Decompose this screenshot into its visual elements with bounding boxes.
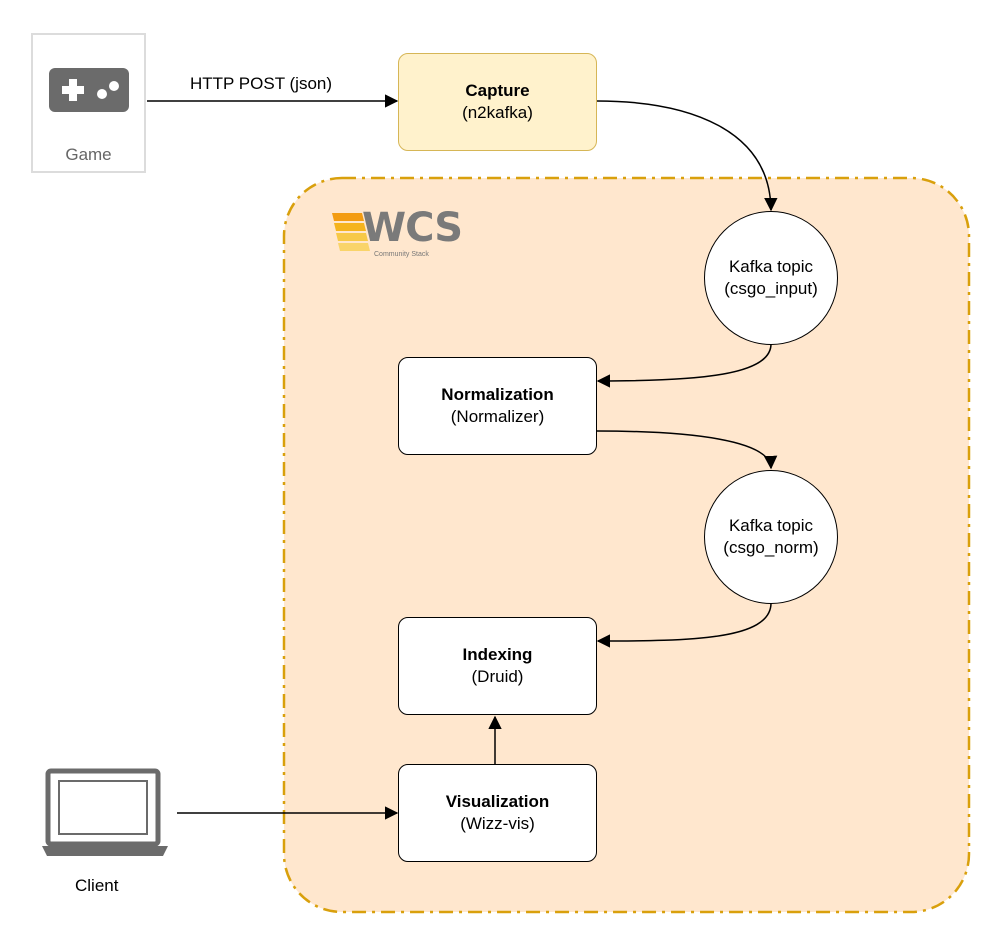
edge-capture-to-kafka-input	[596, 100, 778, 212]
kafka-input-line2: (csgo_input)	[724, 279, 818, 298]
edge-normalization-to-kafka-norm	[596, 430, 778, 470]
capture-title: Capture	[465, 81, 530, 100]
kafka-norm-line2: (csgo_norm)	[723, 538, 819, 557]
kafka-topic-norm-node: Kafka topic (csgo_norm)	[704, 470, 838, 604]
kafka-topic-input-node: Kafka topic (csgo_input)	[704, 211, 838, 345]
capture-subtitle: (n2kafka)	[462, 103, 533, 122]
kafka-input-line1: Kafka topic	[728, 257, 814, 276]
edge-kafka-input-to-normalization	[596, 343, 772, 388]
wcs-logo-mark-icon	[332, 213, 370, 251]
visualization-node: Visualization (Wizz-vis)	[398, 764, 597, 862]
wcs-brand-text: WCS	[362, 205, 463, 251]
wcs-logo: WCS Community Stack	[328, 205, 478, 265]
kafka-norm-line1: Kafka topic	[728, 516, 814, 535]
gamepad-icon	[49, 68, 129, 112]
indexing-node: Indexing (Druid)	[398, 617, 597, 715]
visualization-title: Visualization	[445, 792, 550, 811]
game-card: Game	[31, 33, 146, 173]
wcs-brand-subtitle: Community Stack	[374, 251, 429, 258]
indexing-title: Indexing	[462, 645, 533, 664]
capture-node: Capture (n2kafka)	[398, 53, 597, 151]
normalization-node: Normalization (Normalizer)	[398, 357, 597, 455]
normalization-title: Normalization	[441, 385, 554, 404]
game-label: Game	[65, 145, 112, 164]
laptop-icon	[42, 768, 168, 856]
normalization-subtitle: (Normalizer)	[450, 407, 545, 426]
edge-kafka-norm-to-indexing	[596, 602, 772, 648]
visualization-subtitle: (Wizz-vis)	[460, 814, 535, 833]
indexing-subtitle: (Druid)	[471, 667, 524, 686]
client-label: Client	[75, 876, 119, 895]
edge-label-http-post: HTTP POST (json)	[190, 74, 333, 93]
